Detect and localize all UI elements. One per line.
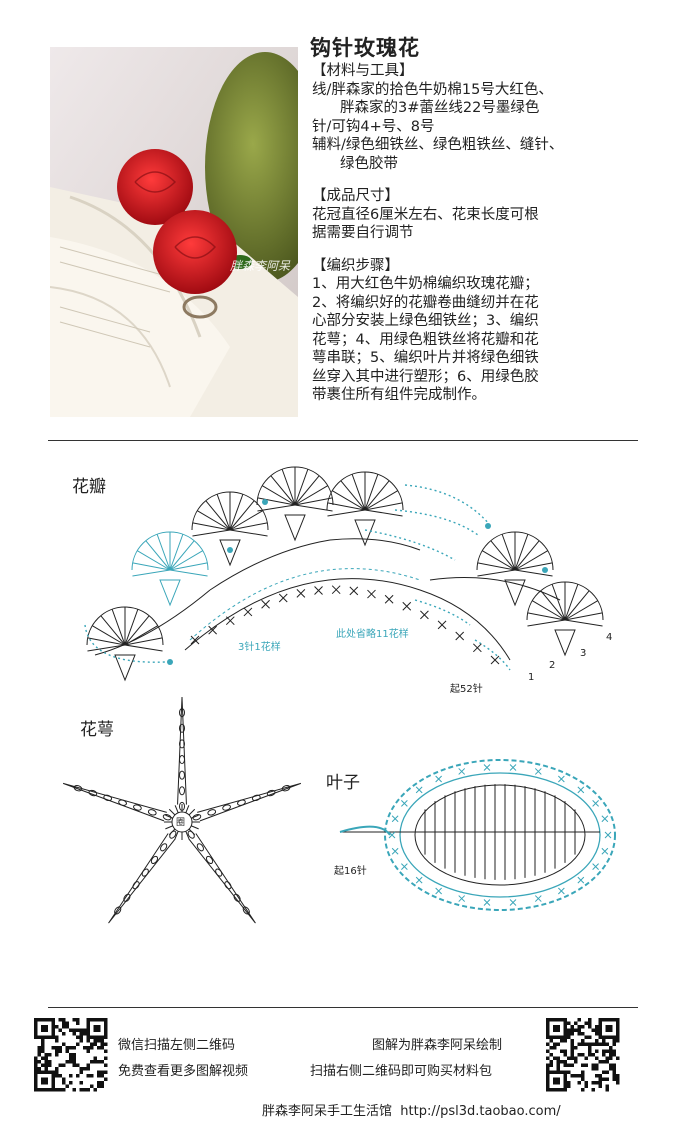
shop-url[interactable]: 胖森李阿呆手工生活馆 http://psl3d.taobao.com/ <box>262 1100 561 1119</box>
omit-note: 此处省略11花样 <box>336 629 409 640</box>
round-number: 3 <box>580 648 587 659</box>
info-block: 【材料与工具】 线/胖森家的拾色牛奶棉15号大红色、 胖森家的3#蕾丝线22号墨… <box>312 62 662 405</box>
size-line: 花冠直径6厘米左右、花束长度可根 <box>312 206 539 223</box>
steps-line: 丝穿入其中进行塑形；6、用绿色胶 <box>312 368 539 385</box>
qr-code-right[interactable] <box>546 1018 620 1092</box>
round-number: 4 <box>606 632 613 643</box>
teal-dots <box>167 499 548 665</box>
materials-line: 针/可钩4+号、8号 <box>312 118 435 135</box>
rose-photo: 胖森李阿呆 <box>50 47 298 417</box>
repeat-note: 3针1花样 <box>238 642 281 653</box>
steps-line: 1、用大红色牛奶棉编织玫瑰花瓣； <box>312 276 539 292</box>
start-petal-note: 起52针 <box>450 684 483 695</box>
steps-line: 带裹住所有组件完成制作。 <box>312 387 486 403</box>
size-line: 据需要自行调节 <box>312 225 414 241</box>
petal-chart <box>86 466 604 682</box>
petal-arrows <box>84 484 511 671</box>
footer-left-line: 免费查看更多图解视频 <box>118 1064 249 1079</box>
qr-code-left[interactable] <box>34 1018 108 1092</box>
divider-bottom <box>48 1007 638 1008</box>
steps-line: 心部分安装上绿色细铁丝；3、编织 <box>312 313 539 329</box>
materials-line: 线/胖森家的拾色牛奶棉15号大红色、 <box>312 81 553 98</box>
leaf-label: 叶子 <box>326 773 360 793</box>
footer-left-line: 微信扫描左侧二维码 <box>118 1038 236 1053</box>
watermark: 胖森李阿呆 <box>230 259 291 273</box>
materials-line: 绿色胶带 <box>340 155 398 172</box>
divider-top <box>48 440 638 441</box>
materials-line: 辅料/绿色细铁丝、绿色粗铁丝、缝针、 <box>312 137 564 153</box>
petal-label: 花瓣 <box>72 477 106 497</box>
round-number: 2 <box>549 660 556 671</box>
footer-right-line: 图解为胖森李阿呆绘制 <box>372 1038 503 1053</box>
materials-heading: 【材料与工具】 <box>312 63 414 79</box>
sepal-label: 花萼 <box>80 720 114 740</box>
steps-line: 萼串联；5、编织叶片并将绿色细铁 <box>312 350 539 366</box>
materials-line: 胖森家的3#蕾丝线22号墨绿色 <box>340 100 540 116</box>
steps-heading: 【编织步骤】 <box>312 257 399 274</box>
round-number: 1 <box>528 672 535 683</box>
leaf-chart <box>339 759 616 911</box>
crochet-diagram <box>62 466 616 924</box>
size-heading: 【成品尺寸】 <box>312 188 399 204</box>
page-title: 钩针玫瑰花 <box>310 36 420 60</box>
steps-line: 2、将编织好的花瓣卷曲缝纫并在花 <box>312 294 539 311</box>
start-leaf-note: 起16针 <box>334 866 367 877</box>
footer-right-line: 扫描右侧二维码即可购买材料包 <box>310 1064 493 1079</box>
url-text[interactable]: http://psl3d.taobao.com/ <box>400 1104 561 1119</box>
steps-line: 花萼；4、用绿色粗铁丝将花瓣和花 <box>312 331 539 348</box>
center-mark: 圈 <box>176 818 186 828</box>
shop-name: 胖森李阿呆手工生活馆 <box>262 1104 393 1119</box>
